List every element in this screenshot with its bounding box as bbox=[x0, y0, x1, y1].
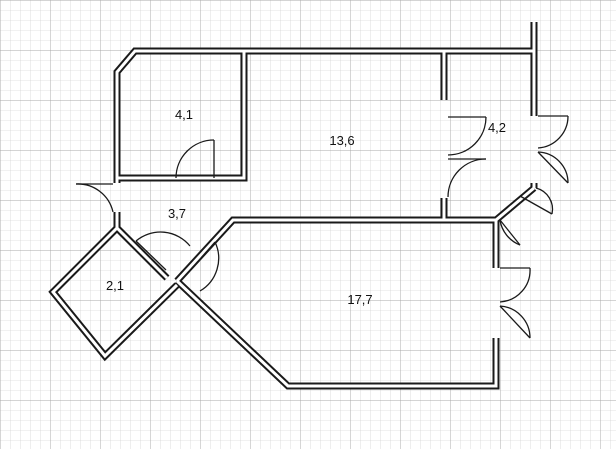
door-diagonal-right bbox=[499, 187, 554, 246]
door-room-4-2-upper bbox=[447, 116, 487, 198]
room-area-13-6: 13,6 bbox=[329, 133, 354, 148]
room-area-4-2: 4,2 bbox=[488, 120, 506, 135]
door-room-17-7 bbox=[185, 241, 220, 292]
walls bbox=[48, 22, 538, 390]
door-room-2-1 bbox=[135, 231, 191, 271]
door-right-17-7 bbox=[499, 267, 531, 339]
room-area-2-1: 2,1 bbox=[106, 278, 124, 293]
door-right-4-2 bbox=[537, 115, 569, 184]
room-area-4-1: 4,1 bbox=[175, 107, 193, 122]
room-labels: 4,1 13,6 4,2 3,7 2,1 17,7 bbox=[106, 107, 506, 307]
room-area-17-7: 17,7 bbox=[347, 292, 372, 307]
room-area-3-7: 3,7 bbox=[168, 206, 186, 221]
door-room-4-1 bbox=[175, 139, 215, 179]
door-entry bbox=[75, 183, 114, 213]
doors bbox=[75, 115, 569, 339]
